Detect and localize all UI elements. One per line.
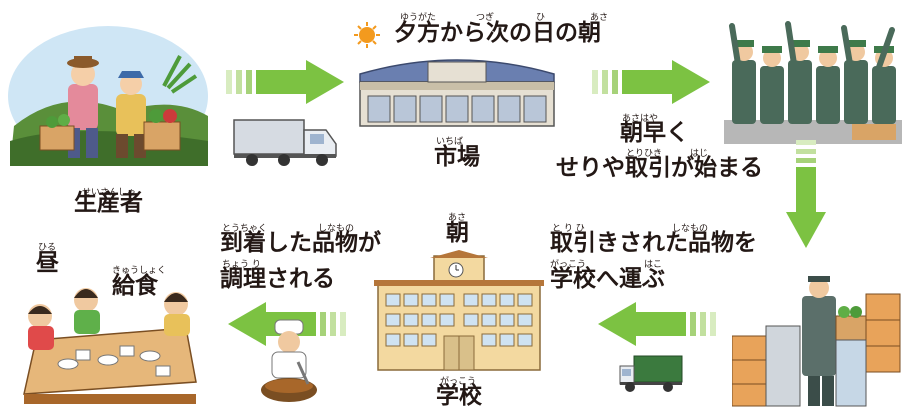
- cooking-line1-ruby-1: とうちゃく: [222, 224, 268, 234]
- arrow-delivery-to-school: [598, 302, 716, 346]
- school-building: [374, 250, 544, 372]
- lunch-ruby: きゅうしょく: [112, 266, 167, 276]
- clock-icon: [448, 262, 464, 278]
- delivery-line2: 学校へ運ぶ: [550, 266, 665, 292]
- sun-icon: [354, 22, 380, 48]
- market-building: [356, 52, 558, 128]
- delivery-line1: 取引きされた品物を: [550, 230, 757, 256]
- truck-icon: [232, 116, 338, 168]
- lunch-label: 給食: [112, 273, 158, 299]
- delivery-line2-ruby-1: がっこう: [550, 260, 587, 270]
- delivery-line2-ruby-2: はこ: [644, 260, 663, 270]
- market-time-ruby-3: ひ: [536, 13, 546, 23]
- lunch-time-ruby: ひる: [38, 243, 57, 253]
- cooking-line1-ruby-2: しなもの: [318, 224, 355, 234]
- auction-line2-ruby-2: はじ: [690, 149, 709, 159]
- farmers-illustration: [4, 16, 212, 166]
- cooking-line2: 調理される: [220, 266, 335, 292]
- auction-line1-ruby: あさはや: [622, 114, 659, 124]
- market-ruby: いちば: [436, 137, 464, 147]
- producer-label: 生産者: [74, 190, 143, 216]
- market-time-ruby-4: あさ: [590, 13, 609, 23]
- market-time-ruby-1: ゆうがた: [400, 13, 437, 23]
- crates-illustration: [732, 276, 902, 408]
- school-ruby: がっこう: [440, 377, 477, 387]
- cook-icon: [258, 318, 320, 408]
- market-label: 市場: [434, 144, 480, 170]
- lunch-illustration: [16, 270, 202, 408]
- producer-ruby: せいさんしゃ: [81, 188, 136, 198]
- delivery-line1-ruby-2: しなもの: [672, 224, 709, 234]
- cooking-line2-ruby: ちょう り: [222, 260, 261, 270]
- arrow-market-to-auction: [592, 60, 710, 104]
- market-time-label: 夕方から次の日の朝: [394, 20, 601, 46]
- auction-line2-ruby-1: とりひき: [626, 149, 663, 159]
- auction-line2: せりや取引が始まる: [556, 155, 763, 181]
- auction-crowd-illustration: [724, 20, 902, 144]
- lunch-time-label: 昼: [36, 250, 59, 276]
- market-time-ruby-2: つぎ: [476, 13, 495, 23]
- delivery-line1-ruby-1: と り ひ: [552, 224, 585, 234]
- school-time-label: 朝: [446, 220, 469, 246]
- school-time-ruby: あさ: [448, 213, 467, 223]
- arrow-producer-to-market: [226, 60, 344, 104]
- school-label: 学校: [436, 383, 482, 409]
- auction-line1: 朝早く: [620, 120, 689, 146]
- cooking-line1: 到着した品物が: [220, 230, 381, 256]
- delivery-truck-icon: [618, 354, 684, 394]
- arrow-auction-to-delivery: [786, 140, 826, 248]
